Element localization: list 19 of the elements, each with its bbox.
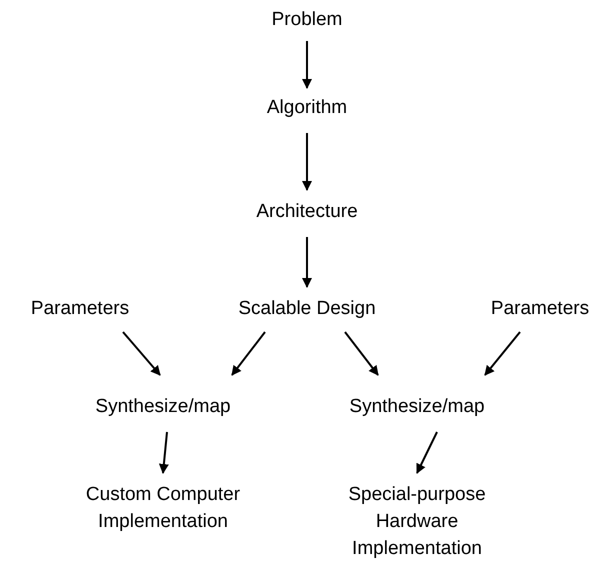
step-label: Custom Computer Implementation xyxy=(63,481,263,535)
step-label: Algorithm xyxy=(266,94,348,121)
arrow xyxy=(416,432,438,474)
step-label: Parameters xyxy=(30,295,130,322)
arrow xyxy=(484,331,521,376)
arrow xyxy=(302,41,312,89)
arrow xyxy=(302,133,312,191)
arrow xyxy=(122,331,161,376)
step-label: Synthesize/map xyxy=(95,393,231,420)
arrow xyxy=(302,237,312,288)
step-label: Architecture xyxy=(256,198,358,225)
arrow xyxy=(231,331,266,376)
step-label: Scalable Design xyxy=(238,295,376,322)
step-label: Problem xyxy=(272,6,342,33)
step-label: Synthesize/map xyxy=(349,393,485,420)
step-label: Special-purpose Hardware Implementation xyxy=(337,481,497,562)
arrow xyxy=(344,331,379,376)
step-label: Parameters xyxy=(490,295,590,322)
arrow xyxy=(158,432,169,474)
